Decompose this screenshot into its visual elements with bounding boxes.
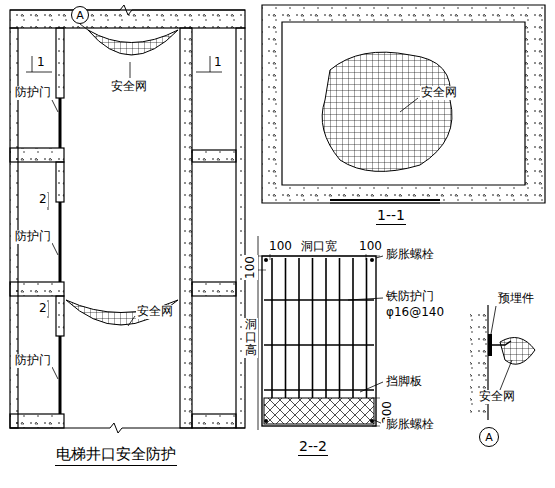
part-label: 安全网 (478, 390, 516, 404)
part-label: 挡脚板 (385, 375, 423, 389)
dimension: 洞口宽 (300, 240, 338, 254)
dimension: 100 (244, 255, 258, 280)
part-label: 防护门 (14, 86, 52, 100)
section-mark: 1 (213, 56, 223, 70)
dimension: 100 (358, 240, 383, 254)
door-bar (352, 258, 354, 398)
door-bar (264, 344, 374, 346)
door-bar (312, 258, 314, 398)
drawing-caption: 电梯井口安全防护 (55, 446, 177, 466)
detail-callout: A (71, 6, 89, 24)
part-label: 防护门 (14, 354, 52, 368)
callout-letter: A (72, 10, 88, 21)
door-bar (339, 258, 341, 398)
part-label: 膨胀螺栓 (385, 248, 435, 262)
door-bar (325, 258, 327, 398)
callout-letter: A (480, 432, 498, 443)
section-title: 1--1 (376, 207, 406, 225)
section-mark: 2 (38, 302, 48, 316)
part-label: 防护门 (14, 230, 52, 244)
part-label: 安全网 (110, 80, 148, 94)
rebar-spec: φ16@140 (385, 306, 445, 320)
door-bar (366, 258, 368, 398)
part-label: 安全网 (420, 86, 458, 100)
dimension: 洞口高 (244, 318, 258, 358)
detail-callout: A (479, 427, 499, 447)
section-title: 2--2 (298, 438, 328, 456)
door-bar (285, 258, 287, 398)
dimension: 100 (268, 240, 293, 254)
section-mark: 1 (36, 56, 46, 70)
part-label: 安全网 (136, 305, 174, 319)
section-mark: 2 (38, 193, 48, 207)
door-bar (271, 258, 273, 398)
part-label: 预埋件 (497, 292, 535, 306)
door-bar (298, 258, 300, 398)
part-label: 膨胀螺栓 (385, 418, 435, 432)
part-label: 铁防护门 (385, 290, 435, 304)
door-bar (264, 389, 374, 391)
